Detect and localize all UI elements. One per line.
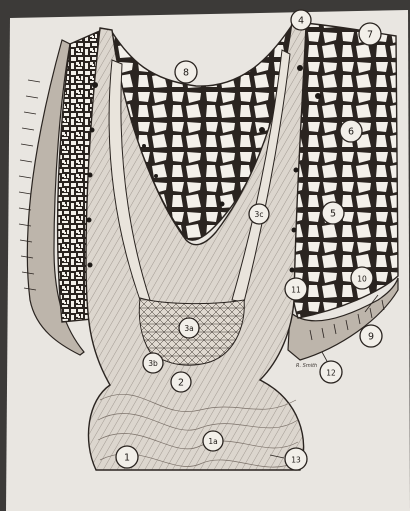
svg-text:3c: 3c (255, 210, 264, 219)
callout-8: 8 (175, 61, 197, 83)
svg-text:11: 11 (291, 286, 301, 295)
svg-text:3b: 3b (148, 359, 158, 368)
svg-text:1: 1 (124, 453, 130, 464)
callout-6: 6 (340, 120, 362, 142)
svg-text:6: 6 (348, 127, 354, 138)
artist-signature: R. Smith (296, 363, 317, 369)
callout-13: 13 (285, 448, 307, 470)
callout-3c: 3c (249, 204, 269, 224)
svg-text:13: 13 (291, 456, 301, 465)
callout-5: 5 (322, 202, 344, 224)
callout-9: 9 (360, 325, 382, 347)
callout-2: 2 (171, 372, 191, 392)
callout-3b: 3b (143, 353, 163, 373)
callout-11: 11 (285, 278, 307, 300)
svg-text:3a: 3a (184, 324, 193, 333)
svg-text:12: 12 (326, 369, 336, 378)
right-alveolar-bone (289, 22, 398, 318)
svg-text:8: 8 (183, 68, 189, 79)
svg-text:7: 7 (367, 30, 373, 41)
callout-7: 7 (359, 23, 381, 45)
svg-text:4: 4 (298, 16, 304, 27)
callout-4: 4 (291, 10, 311, 30)
callout-1: 1 (116, 446, 138, 468)
svg-text:2: 2 (178, 378, 184, 389)
svg-text:9: 9 (368, 332, 374, 343)
svg-text:1a: 1a (208, 437, 217, 446)
callout-10: 10 (351, 267, 373, 289)
svg-text:10: 10 (357, 275, 367, 284)
callout-1a: 1a (203, 431, 223, 451)
callout-3a: 3a (179, 318, 199, 338)
svg-text:5: 5 (330, 209, 336, 220)
callout-12: 12 (320, 361, 342, 383)
